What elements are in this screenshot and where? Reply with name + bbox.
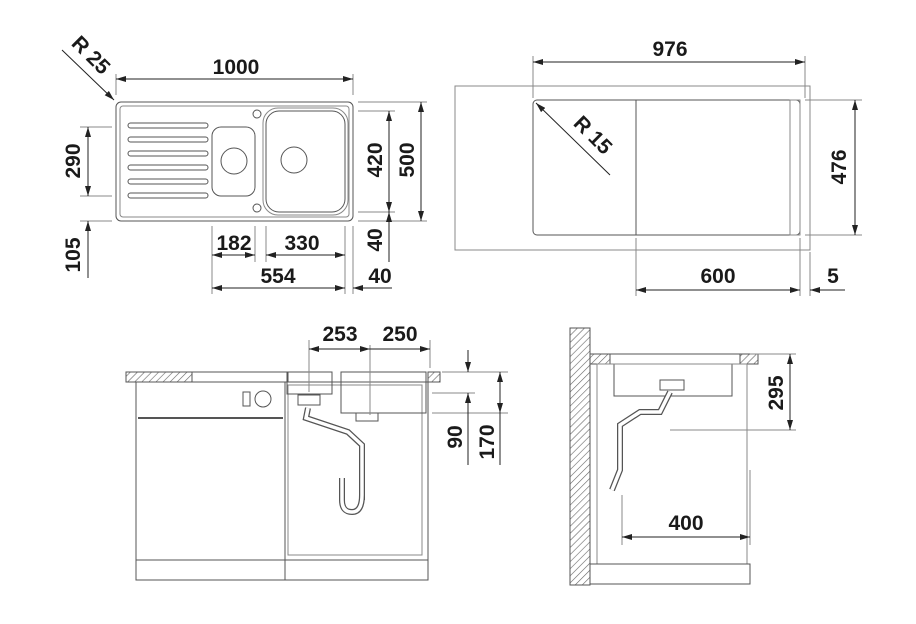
cutout-width-dimension: 976 bbox=[652, 38, 687, 61]
cutout-radius-label: R 15 bbox=[569, 112, 617, 160]
drain-spacing-right-dimension: 250 bbox=[382, 323, 417, 346]
wall-distance-dimension: 400 bbox=[668, 512, 703, 535]
min-cabinet-dimension: 600 bbox=[700, 265, 735, 288]
wall bbox=[569, 327, 591, 586]
bowls-total-dimension: 554 bbox=[260, 265, 295, 288]
small-bowl-width-dimension: 182 bbox=[216, 232, 251, 255]
drain-height-dimension: 295 bbox=[765, 375, 788, 410]
radius-label: R 25 bbox=[67, 32, 115, 80]
side-installation-view: 295 400 bbox=[569, 327, 796, 586]
dishwasher bbox=[135, 381, 286, 581]
side-margin-dimension: 40 bbox=[368, 265, 391, 288]
small-bowl bbox=[211, 126, 256, 197]
large-bowl-width-dimension: 330 bbox=[284, 232, 319, 255]
tap-hole bbox=[252, 109, 262, 119]
overflow-hole bbox=[252, 203, 262, 213]
large-bowl bbox=[265, 110, 346, 213]
front-offset-dimension: 105 bbox=[62, 237, 85, 272]
offset-dimension: 5 bbox=[827, 265, 839, 288]
drain-spacing-left-dimension: 253 bbox=[322, 323, 357, 346]
cutout-view: 976 R 15 476 600 5 bbox=[454, 38, 862, 296]
small-bowl-depth-dimension: 90 bbox=[444, 425, 467, 448]
drainer-grooves bbox=[127, 122, 209, 199]
front-installation-view: 253 250 90 170 bbox=[125, 323, 508, 581]
large-bowl-drain bbox=[280, 146, 308, 174]
bowl-depth-dimension: 420 bbox=[364, 142, 387, 177]
large-bowl-depth-dimension: 170 bbox=[476, 424, 499, 459]
back-margin-dimension: 40 bbox=[364, 228, 387, 251]
sink-cabinet bbox=[284, 381, 429, 581]
small-bowl-drain bbox=[220, 147, 248, 175]
cutout-depth-dimension: 476 bbox=[828, 149, 851, 184]
drainer-height-dimension: 290 bbox=[62, 143, 85, 178]
sink-top-view: R 25 1000 290 105 420 500 40 182 330 554… bbox=[61, 32, 427, 294]
depth-dimension: 500 bbox=[396, 142, 419, 177]
width-dimension: 1000 bbox=[213, 56, 260, 79]
